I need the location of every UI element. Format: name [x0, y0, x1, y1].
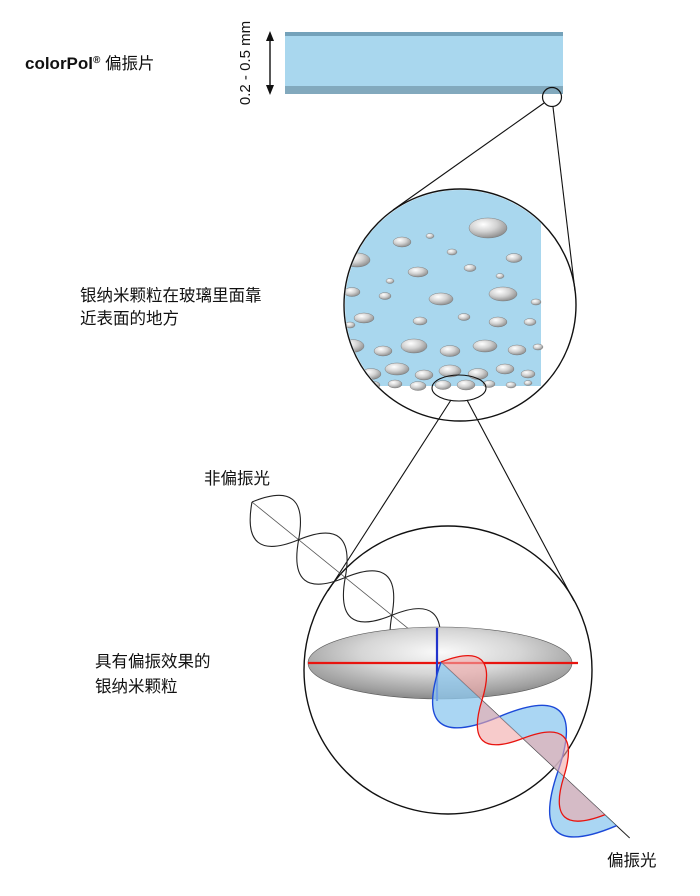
zoom-cone-bottom [327, 399, 575, 602]
unpolarized-light-label: 非偏振光 [204, 469, 270, 488]
particle-label-line1: 具有偏振效果的 [95, 652, 211, 671]
polarizing-particle-label: 具有偏振效果的 银纳米颗粒 [95, 652, 211, 696]
nanoparticles-label: 银纳米颗粒在玻璃里面靠 近表面的地方 [80, 286, 262, 328]
thickness-arrow [266, 31, 274, 95]
slab-top-edge [285, 32, 563, 36]
zoom-cone-top [392, 102, 576, 292]
brand-name: colorPol [25, 54, 93, 73]
polarized-wave [432, 654, 631, 839]
zoom-ellipse-bottom [431, 374, 487, 402]
product-label: colorPol® 偏振片 [25, 54, 154, 73]
slab-bottom-edge [285, 86, 563, 94]
thickness-label: 0.2 - 0.5 mm [237, 21, 254, 105]
glass-region [345, 190, 541, 386]
nanoparticles-label-line1: 银纳米颗粒在玻璃里面靠 [80, 286, 262, 305]
nanoparticles-label-line2: 近表面的地方 [80, 309, 179, 328]
polarizer-slab [285, 32, 563, 94]
slab-glass-body [285, 32, 563, 94]
magnified-glass-circle [343, 188, 577, 422]
polarized-red-lobes [440, 654, 606, 822]
registered-mark: ® [93, 55, 101, 66]
magnified-particle-circle [249, 494, 631, 839]
bottom-circle-outline [303, 525, 593, 815]
middle-circle-outline [343, 188, 577, 422]
product-label-suffix: 偏振片 [100, 54, 154, 73]
polarized-light-label: 偏振光 [607, 851, 657, 870]
particle-label-line2: 银纳米颗粒 [95, 677, 178, 696]
zoom-circle-top [541, 86, 563, 108]
